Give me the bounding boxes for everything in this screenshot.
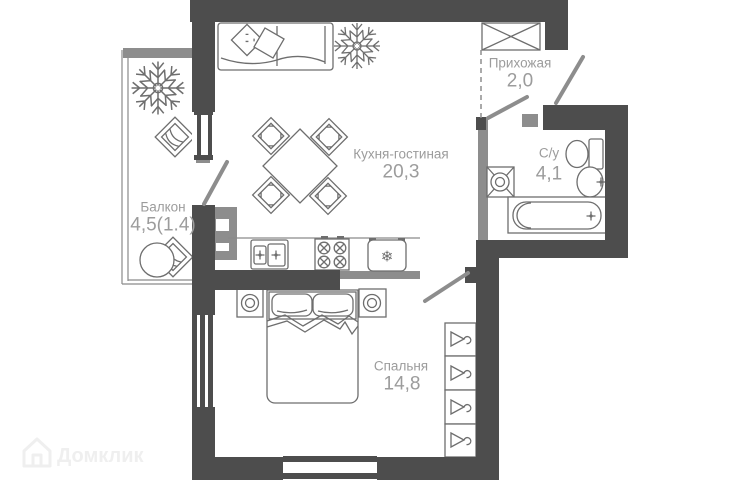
bed-pillow [312,293,354,317]
room-area-bedroom: 14,8 [384,374,421,395]
room-label-kitchen-living: Кухня-гостиная [353,147,449,162]
bed-pillow [271,293,313,317]
wall-bedroom-door-stub [465,267,476,283]
entrance-door-swing [554,55,585,105]
room-label-bathroom: С/у [539,146,560,161]
wall-top [190,0,568,22]
balcony-door-window [192,110,215,160]
kitchen-sink [250,239,289,270]
wall-bathroom-bottom [476,240,628,258]
watermark: Домклик [22,437,144,468]
snowflake-icon: ❄ [381,249,394,266]
wall-bottom-left [192,457,283,480]
room-area-kitchen-living: 20,3 [383,162,420,183]
wall-bathroom-top [543,105,628,130]
bed [266,289,359,404]
room-label-balcony: Балкон [140,200,185,215]
bedroom-bottom-window [283,455,377,480]
vent-shaft [215,207,237,260]
kitchen-counter: ❄ [228,236,420,272]
washing-machine [486,166,515,198]
walls [190,0,628,480]
wall-bathroom-right [605,130,628,240]
dining-set [251,116,349,216]
room-area-balcony: 4,5(1.4) [130,215,195,236]
bathroom-door-swing [486,95,529,120]
watermark-text: Домклик [57,445,144,467]
blanket-fold [266,314,359,336]
sofa-pillow [253,27,285,59]
nightstand [236,288,264,318]
balcony-armchair [154,116,196,158]
balcony-top-frame [123,48,195,58]
bedroom-door-swing [423,271,470,303]
hallway-wardrobe [481,22,541,51]
bathroom-door-stub [522,114,538,127]
sofa [217,22,334,71]
wall-top-right-stub [545,22,568,50]
vent-shaft-notch [216,219,229,231]
partitions [123,48,538,279]
fridge: ❄ [367,238,407,272]
wall-bedroom-right [476,240,499,480]
room-area-hallway: 2,0 [507,71,533,92]
kitchen-bedroom-partition [340,271,420,279]
room-label-hallway: Прихожая [489,56,552,71]
balcony-table [139,242,175,278]
wall-kitchen-bedroom [192,270,340,290]
wall-left-upper [192,0,215,112]
bathtub [507,196,607,234]
bedroom-wardrobe [444,322,477,458]
balcony-glazing [121,50,192,285]
nightstand [358,288,387,318]
balcony-door-swing [202,160,229,206]
domclick-house-logo [22,437,52,468]
stove [314,236,350,271]
wall-hall-corner-stub [476,117,486,130]
dining-table [262,128,338,204]
plant-icon [334,23,380,69]
room-label-bedroom: Спальня [374,359,428,374]
balcony-window-tick [196,159,210,163]
bathroom-left-wall [478,117,488,240]
wall-bottom-right [377,457,499,480]
vent-shaft-notch [216,243,229,251]
bathroom-sink [576,166,607,198]
room-area-bathroom: 4,1 [536,164,562,185]
toilet [565,138,604,170]
plant-icon [132,62,185,115]
bedroom-side-window [192,315,215,407]
